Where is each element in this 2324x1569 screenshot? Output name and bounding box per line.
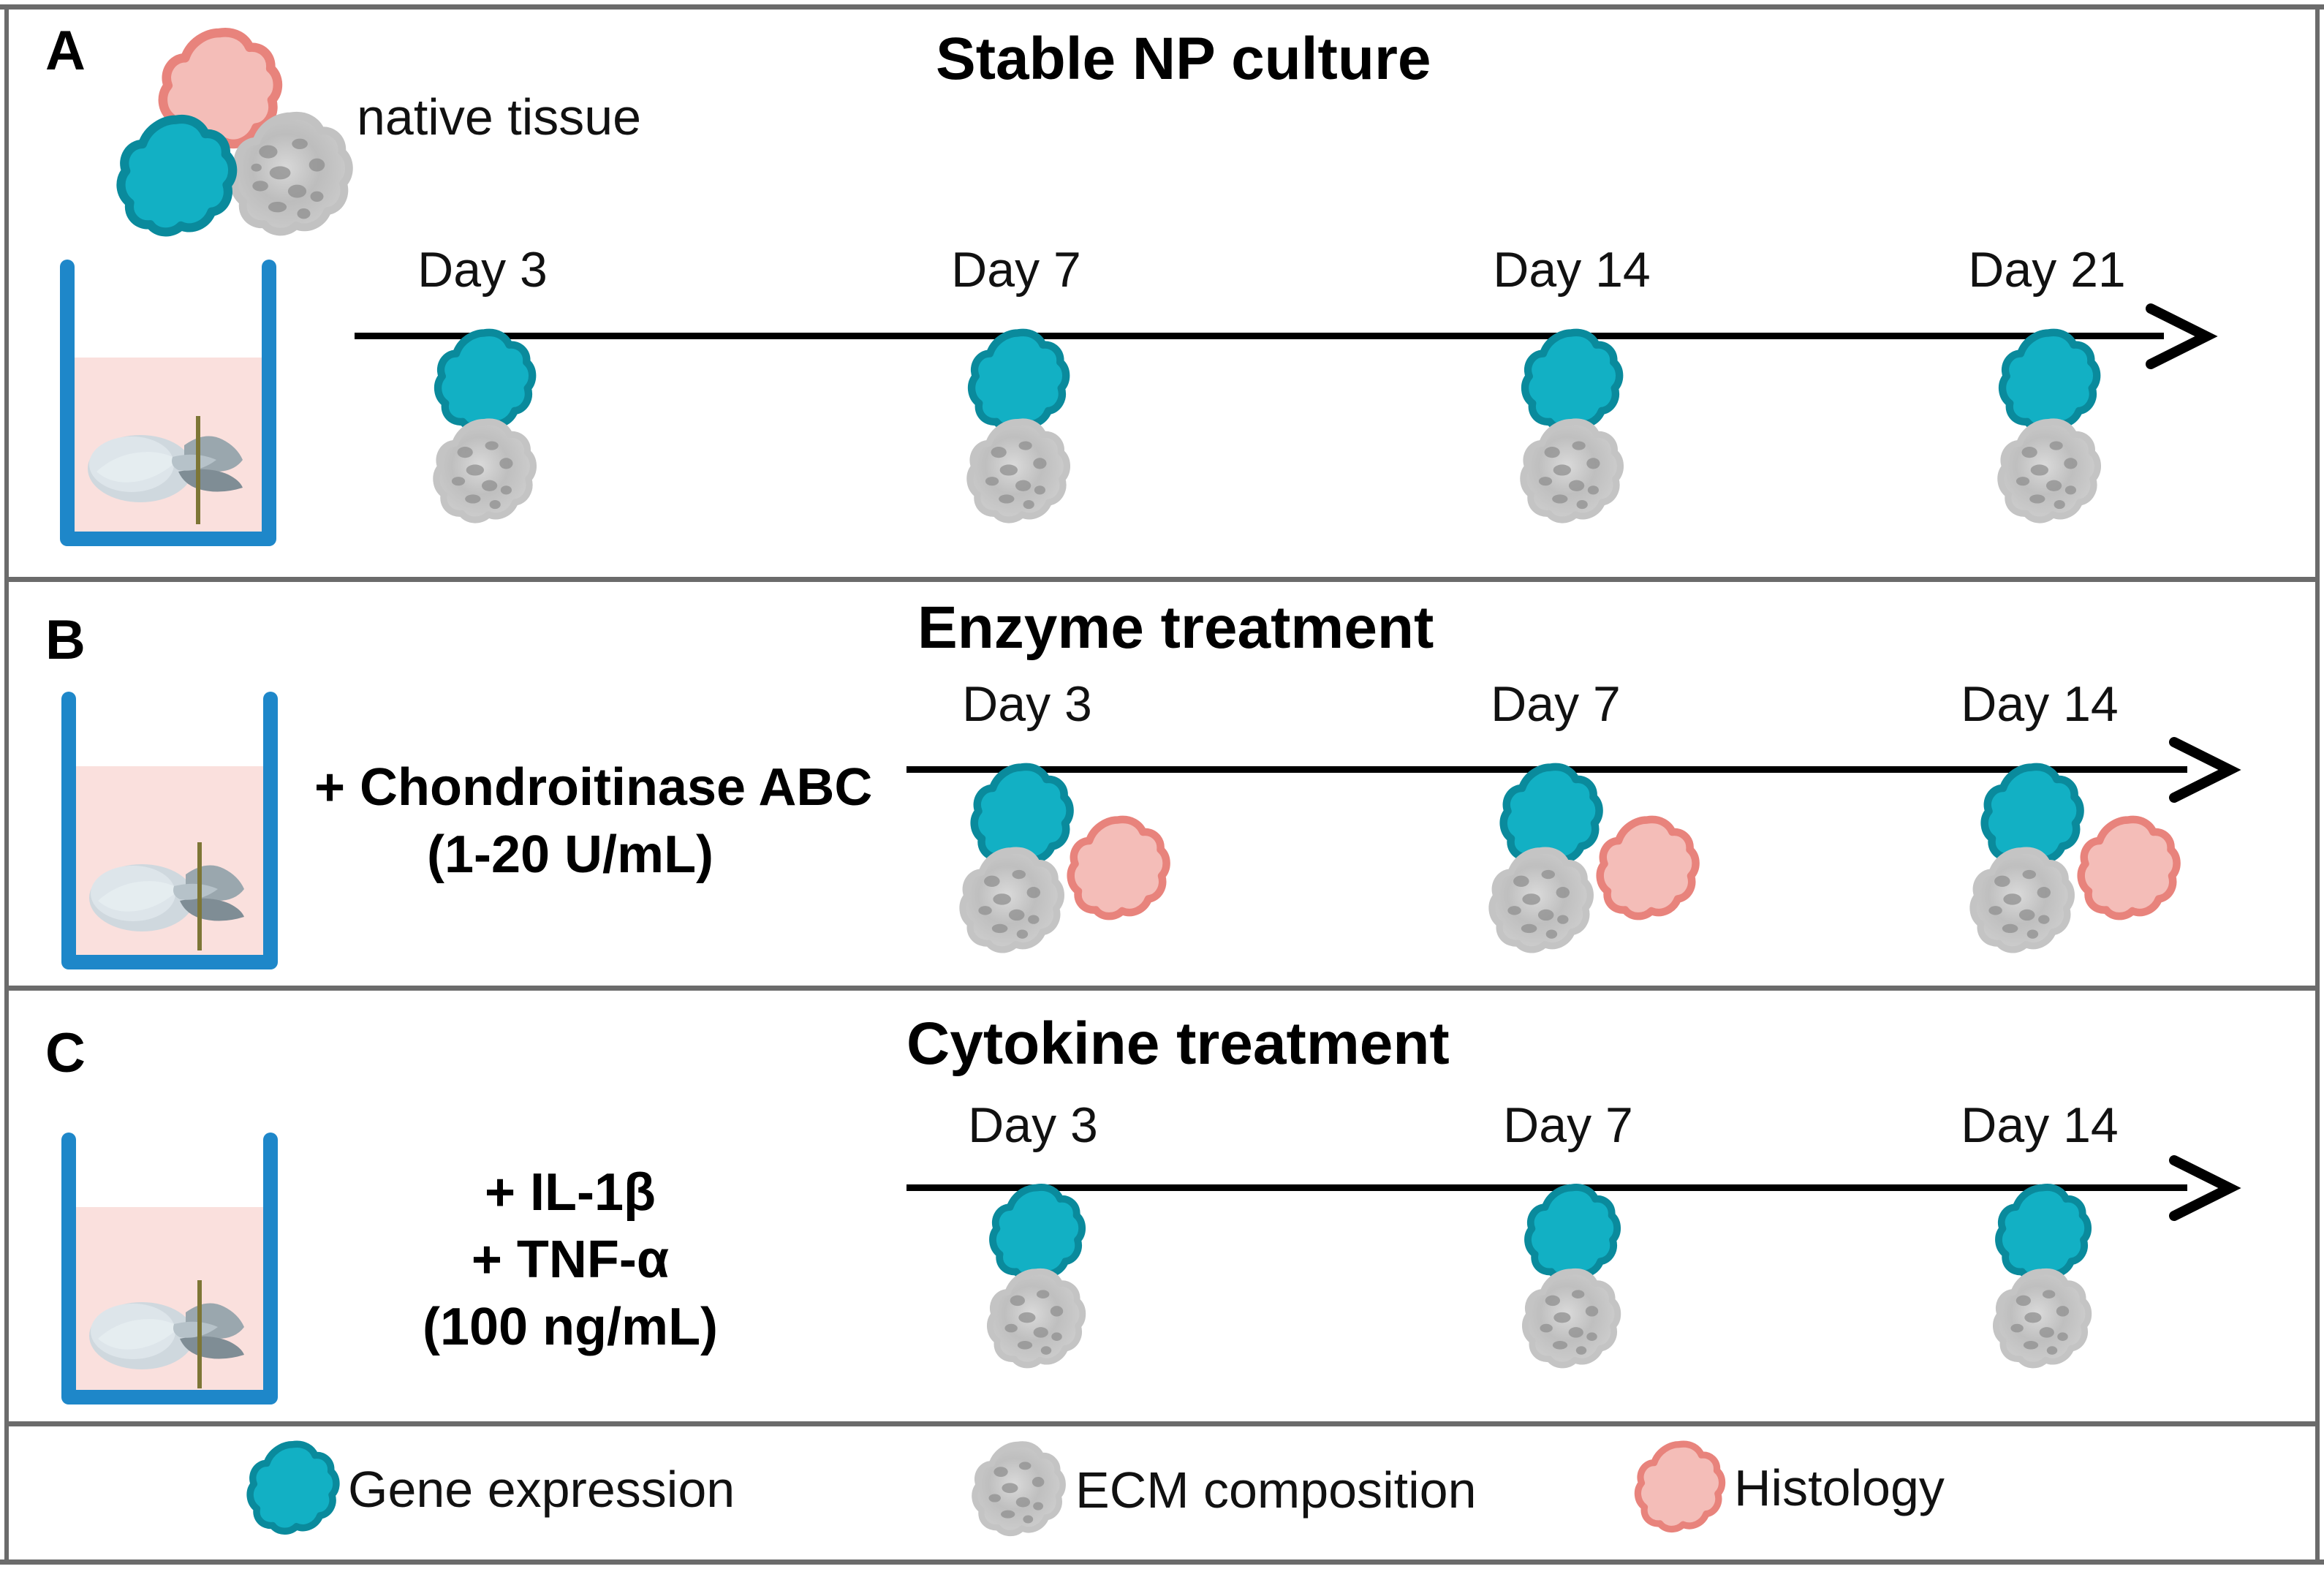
timepoint-label-b-0: Day 3	[962, 676, 1092, 732]
timepoint-label-a-2: Day 14	[1493, 242, 1651, 298]
marker-ecm-composition-a-0	[425, 417, 542, 528]
native-tissue-label: native tissue	[357, 88, 642, 145]
native-tissue-gene-expression-blob-icon	[108, 113, 243, 241]
timepoint-label-c-0: Day 3	[968, 1097, 1098, 1153]
figure-frame-right	[2315, 4, 2320, 1565]
panel-b-title: Enzyme treatment	[917, 594, 1434, 661]
legend-item-gene-expression: Gene expression	[241, 1440, 735, 1538]
disc-specimen-c	[89, 1280, 244, 1388]
timepoint-label-c-1: Day 7	[1503, 1097, 1633, 1153]
marker-ecm-composition-c-0	[983, 1265, 1089, 1375]
panel-b: B Enzyme treatment + Chondroitinase ABC	[0, 582, 2324, 986]
histology-blob-icon	[1629, 1440, 1730, 1536]
figure-frame-bottom	[0, 1559, 2324, 1565]
figure-frame-left	[4, 4, 9, 1565]
panel-a-letter: A	[45, 20, 86, 82]
gene-expression-blob-icon	[241, 1440, 344, 1538]
timeline-axis-c	[906, 1184, 2187, 1191]
panel-b-treatment-line-1: (1-20 U/mL)	[426, 825, 714, 885]
timepoint-label-b-2: Day 14	[1961, 676, 2119, 732]
timeline-axis-a	[355, 333, 2164, 339]
marker-ecm-composition-a-1	[959, 417, 1076, 528]
timepoint-label-b-1: Day 7	[1491, 676, 1621, 732]
culture-beaker-a	[44, 252, 292, 559]
panel-c-treatment-line-2: (100 ng/mL)	[422, 1298, 719, 1357]
panel-b-treatment-line-0: + Chondroitinase ABC	[314, 758, 873, 817]
panel-divider-c-legend	[4, 1421, 2320, 1426]
ecm-composition-blob-icon	[965, 1440, 1071, 1540]
timepoint-label-c-2: Day 14	[1961, 1097, 2119, 1153]
marker-ecm-composition-b-1	[1481, 845, 1600, 958]
culture-beaker-b	[45, 690, 294, 983]
marker-histology-b-2	[2070, 814, 2186, 924]
marker-ecm-composition-b-0	[952, 845, 1070, 958]
panel-c-letter: C	[45, 1022, 86, 1084]
panel-a-title: Stable NP culture	[936, 26, 1431, 92]
marker-histology-b-1	[1589, 814, 1705, 924]
panel-divider-b-c	[4, 986, 2320, 991]
figure-legend: Gene expression	[0, 1426, 2324, 1569]
culture-beaker-c	[45, 1131, 294, 1416]
panel-c-treatment-line-1: + TNF-α	[471, 1230, 670, 1290]
timepoint-label-a-3: Day 21	[1968, 242, 2126, 298]
panel-b-treatment: + Chondroitinase ABC (1-20 U/mL)	[314, 754, 873, 888]
panel-c-title: Cytokine treatment	[906, 1010, 1450, 1077]
legend-item-ecm-composition: ECM composition	[965, 1440, 1477, 1540]
marker-ecm-composition-b-2	[1962, 845, 2081, 958]
legend-item-histology: Histology	[1629, 1440, 1945, 1536]
panel-c: C Cytokine treatment + IL-1β + TNF	[0, 991, 2324, 1421]
figure-frame-top	[0, 4, 2324, 10]
native-tissue-ecm-composition-blob-icon	[219, 110, 362, 241]
timepoint-label-a-1: Day 7	[951, 242, 1081, 298]
marker-ecm-composition-a-2	[1513, 417, 1630, 528]
marker-histology-b-0	[1060, 814, 1176, 924]
panel-a: A Stable NP culture	[0, 0, 2324, 577]
legend-label-ecm-composition: ECM composition	[1075, 1462, 1477, 1519]
disc-specimen-a	[88, 416, 243, 524]
panel-divider-a-b	[4, 577, 2320, 582]
disc-specimen-b	[89, 842, 244, 950]
marker-ecm-composition-c-2	[1988, 1265, 2094, 1375]
legend-label-gene-expression: Gene expression	[348, 1460, 735, 1518]
panel-c-treatment: + IL-1β + TNF-α (100 ng/mL)	[314, 1159, 826, 1361]
panel-c-treatment-line-0: + IL-1β	[485, 1163, 656, 1222]
marker-ecm-composition-c-1	[1518, 1265, 1624, 1375]
legend-label-histology: Histology	[1734, 1459, 1945, 1516]
panel-b-letter: B	[45, 609, 86, 671]
marker-ecm-composition-a-3	[1990, 417, 2107, 528]
timepoint-label-a-0: Day 3	[417, 242, 548, 298]
